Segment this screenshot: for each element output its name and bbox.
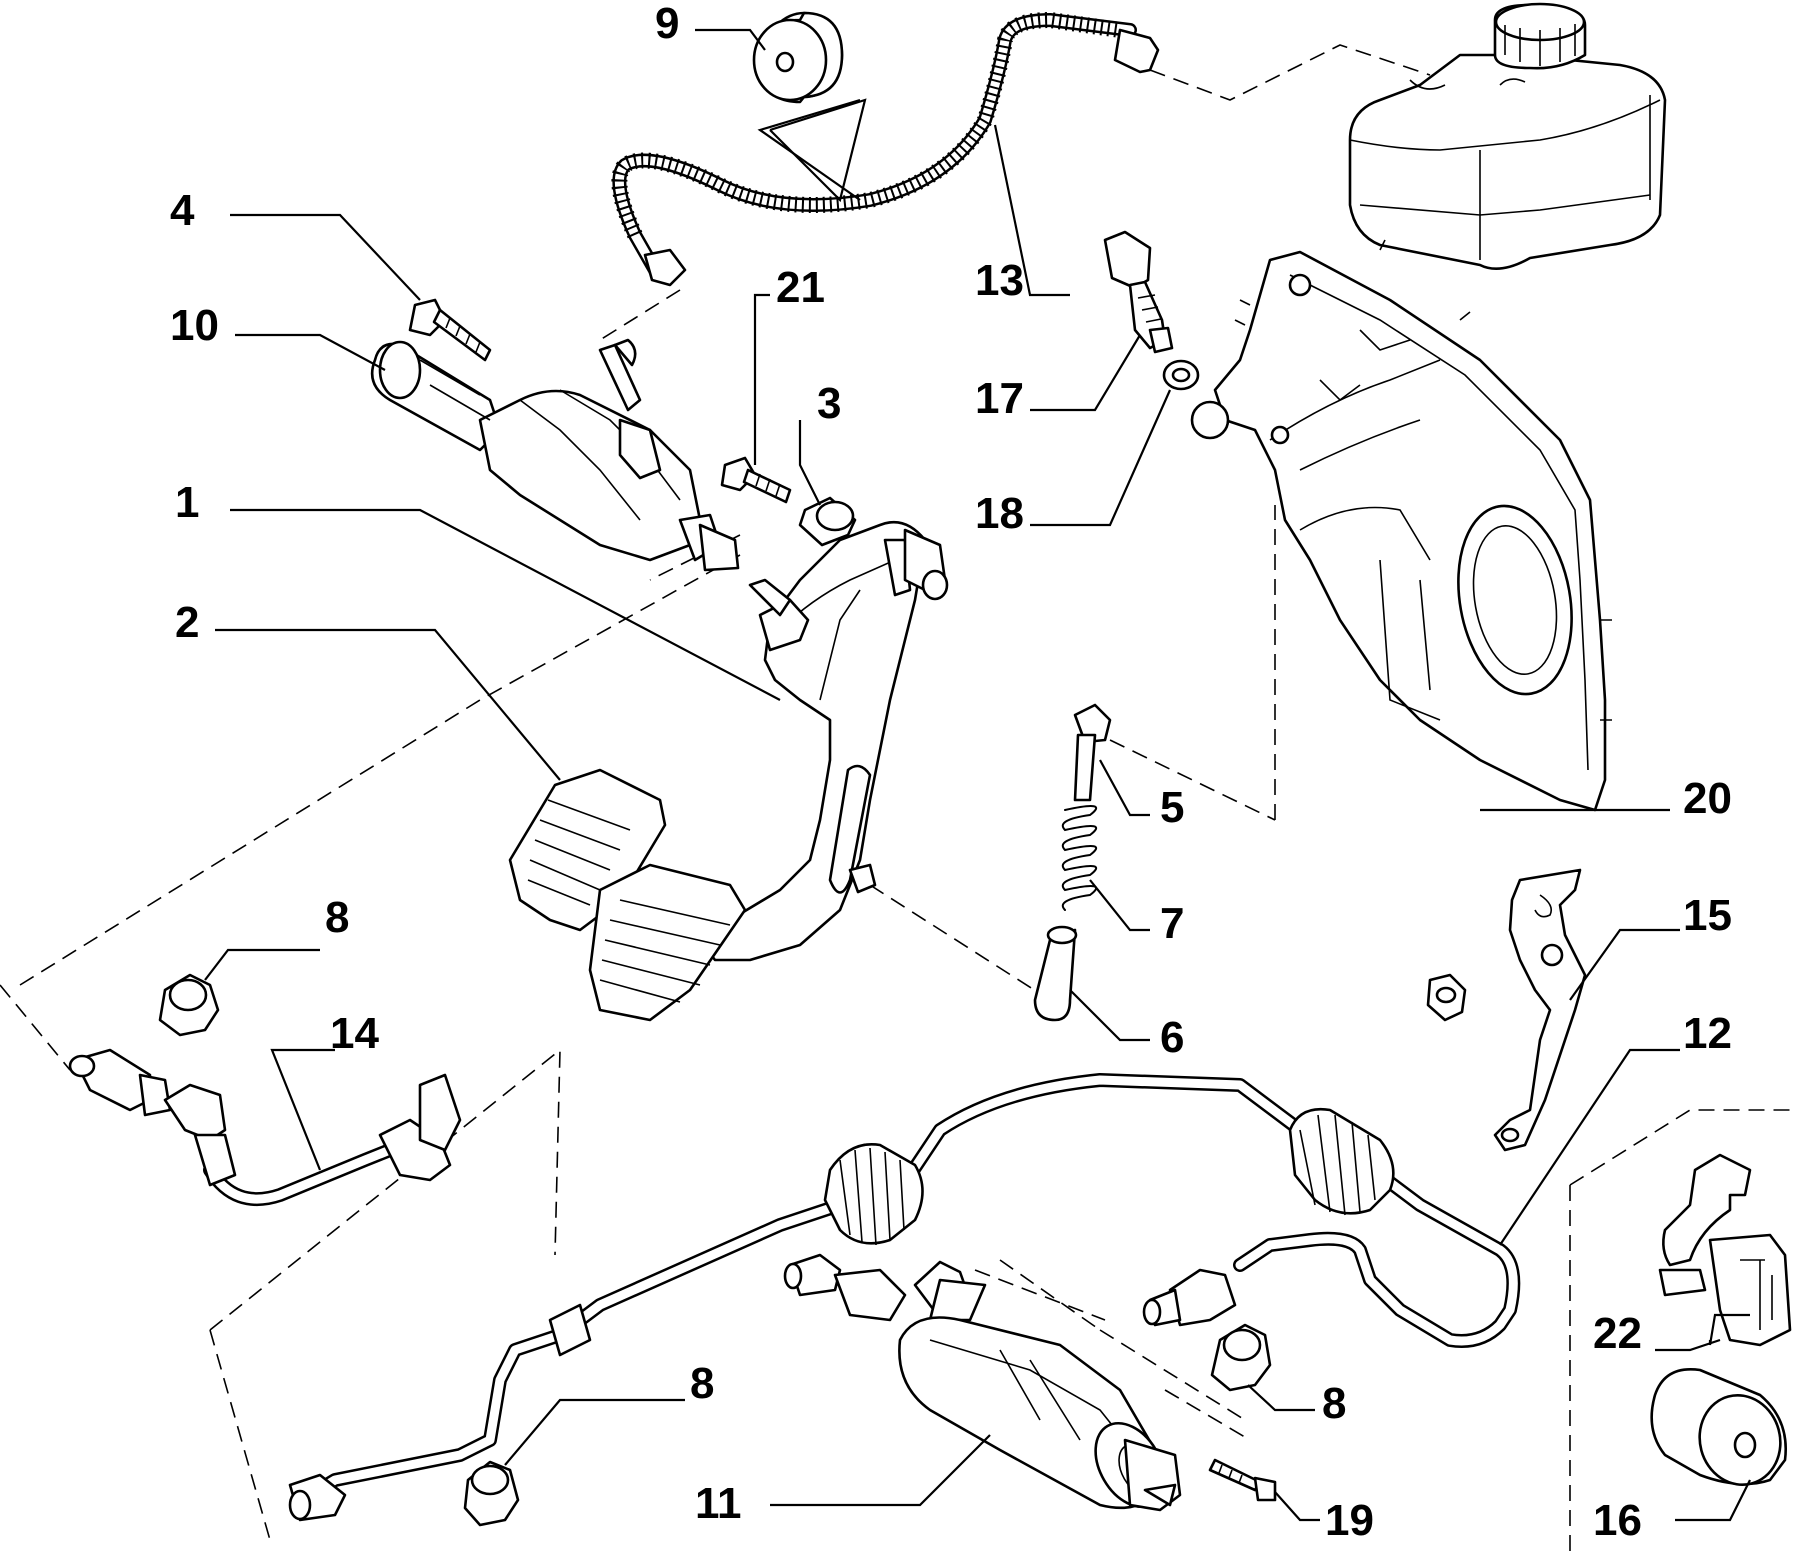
label-part-17: 17 bbox=[975, 374, 1024, 423]
part-3-bushing bbox=[798, 496, 857, 547]
part-12-hydraulic-pipe bbox=[288, 1073, 1521, 1522]
part-5-spring-rod bbox=[1073, 703, 1112, 802]
part-4-bolt bbox=[408, 298, 492, 362]
part-21-bolt bbox=[720, 456, 792, 504]
part-15-hose-bracket bbox=[1493, 868, 1587, 1152]
label-part-10: 10 bbox=[170, 301, 219, 350]
label-part-11: 11 bbox=[695, 1479, 742, 1528]
assembly-dashed-lines bbox=[0, 44, 1790, 1555]
label-part-18: 18 bbox=[975, 489, 1024, 538]
part-19-bolt bbox=[1208, 1458, 1277, 1502]
part-17-pedal-switch bbox=[1103, 230, 1174, 354]
leader-lines bbox=[204, 28, 1751, 1522]
label-part-15: 15 bbox=[1683, 891, 1732, 940]
label-part-8-left: 8 bbox=[325, 893, 349, 942]
label-part-22: 22 bbox=[1593, 1309, 1642, 1358]
label-part-14: 14 bbox=[330, 1009, 379, 1058]
label-part-8-center: 8 bbox=[1322, 1379, 1346, 1428]
part-14-clutch-hose-with-sensor bbox=[68, 1048, 462, 1207]
brake-fluid-reservoir bbox=[1348, 2, 1667, 271]
part-8-grommet-center bbox=[1210, 1323, 1272, 1392]
part-1-pedal-arm bbox=[698, 520, 949, 962]
part-7-spring bbox=[1061, 805, 1097, 911]
label-part-13: 13 bbox=[975, 256, 1024, 305]
label-part-3: 3 bbox=[817, 379, 841, 428]
label-part-9: 9 bbox=[655, 0, 679, 48]
part-labels: 9 4 21 13 10 3 17 1 18 2 5 20 8 7 15 14 … bbox=[170, 0, 1732, 1545]
label-part-2: 2 bbox=[175, 598, 199, 647]
part-16-bushing bbox=[1650, 1367, 1787, 1486]
label-part-8-bottom: 8 bbox=[690, 1359, 714, 1408]
label-part-16: 16 bbox=[1593, 1496, 1642, 1545]
part-8-grommet-bottom bbox=[463, 1460, 520, 1527]
label-part-4: 4 bbox=[170, 186, 195, 235]
part-18-washer bbox=[1162, 359, 1200, 391]
label-part-19: 19 bbox=[1325, 1496, 1374, 1545]
label-part-5: 5 bbox=[1160, 783, 1184, 832]
part-10-clutch-master-cylinder bbox=[370, 338, 740, 572]
part-8-grommet-left bbox=[158, 973, 220, 1037]
label-part-20: 20 bbox=[1683, 774, 1732, 823]
label-part-7: 7 bbox=[1160, 899, 1184, 948]
label-part-12: 12 bbox=[1683, 1009, 1732, 1058]
part-15-nut bbox=[1426, 973, 1467, 1022]
part-6-spring-guide bbox=[1033, 925, 1078, 1022]
part-20-pedal-support-bracket bbox=[1190, 239, 1612, 812]
label-part-1: 1 bbox=[175, 478, 199, 527]
part-11-clutch-slave-cylinder bbox=[783, 1253, 1182, 1512]
label-part-21: 21 bbox=[776, 263, 825, 312]
part-22-retaining-clip bbox=[1658, 1153, 1792, 1347]
part-13-flexible-hose bbox=[611, 11, 1160, 287]
label-part-6: 6 bbox=[1160, 1013, 1184, 1062]
part-9-grommet bbox=[752, 11, 844, 104]
part-2-pedal-pad bbox=[508, 768, 747, 1022]
